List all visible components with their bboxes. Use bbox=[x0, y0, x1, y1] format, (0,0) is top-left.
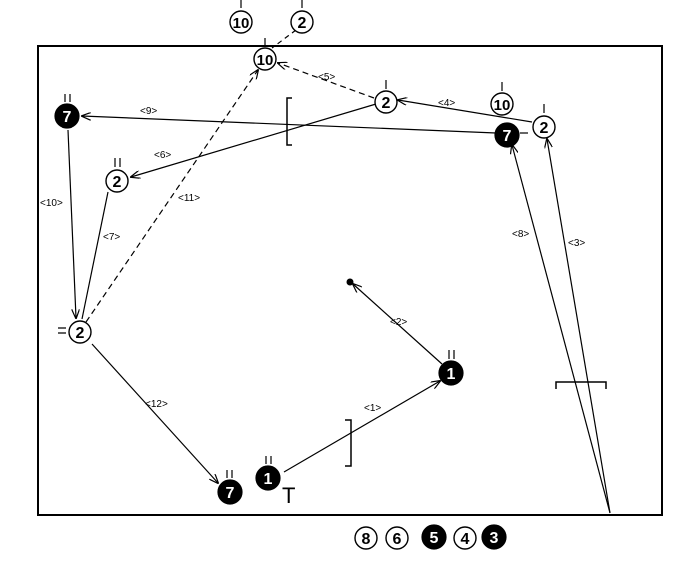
bench-label: 5 bbox=[430, 530, 439, 547]
move-labels: <1> <2> <3> <4> <5> <6> <7> <8> <9> <10>… bbox=[40, 72, 585, 414]
player-label: 2 bbox=[382, 95, 391, 112]
player-2-a: 2 bbox=[374, 80, 398, 114]
player-2-c: 2 bbox=[105, 158, 129, 193]
court-boundary bbox=[37, 45, 663, 516]
player-2-d: 2 bbox=[68, 320, 92, 344]
t-mark: T bbox=[282, 483, 295, 508]
move-label: <8> bbox=[512, 229, 529, 240]
player-label: 2 bbox=[76, 325, 85, 342]
bench-label: 3 bbox=[490, 530, 499, 547]
move-9-line bbox=[82, 116, 497, 134]
move-5-line bbox=[278, 63, 375, 99]
player-label: 7 bbox=[63, 109, 72, 126]
bench-label: 8 bbox=[362, 531, 371, 548]
move-8-line bbox=[512, 145, 611, 514]
players: 10 2 10 2 10 2 bbox=[54, 0, 556, 505]
player-7-a: 7 bbox=[54, 94, 80, 129]
move-label: <1> bbox=[364, 403, 381, 414]
move-7-line bbox=[81, 191, 109, 320]
move-label: <3> bbox=[568, 238, 585, 249]
move-label: <2> bbox=[390, 317, 407, 328]
screen-bracket-top bbox=[286, 97, 292, 146]
player-label: 1 bbox=[264, 471, 273, 488]
bench-row: 8 6 5 4 3 bbox=[354, 524, 507, 550]
player-2-top: 2 bbox=[290, 0, 314, 34]
player-10-b: 10 bbox=[490, 82, 514, 116]
player-label: 7 bbox=[503, 128, 512, 145]
bench-player-3: 3 bbox=[481, 524, 507, 550]
bench-label: 4 bbox=[461, 531, 470, 548]
move-label: <12> bbox=[145, 399, 168, 410]
player-2-b: 2 bbox=[532, 104, 556, 139]
screen-bracket-bottom bbox=[345, 419, 352, 467]
move-label: <9> bbox=[140, 106, 157, 117]
move-label: <5> bbox=[318, 72, 335, 83]
move-6-line bbox=[131, 103, 377, 177]
player-label: 2 bbox=[298, 15, 307, 32]
player-label: 7 bbox=[226, 485, 235, 502]
player-label: 10 bbox=[494, 97, 511, 114]
player-label: 2 bbox=[540, 120, 549, 137]
player-label: 10 bbox=[257, 52, 274, 69]
player-10-a: 10 bbox=[253, 38, 277, 71]
move-label: <4> bbox=[438, 98, 455, 109]
bench-player-8: 8 bbox=[354, 526, 378, 550]
move-label: <10> bbox=[40, 198, 63, 209]
move-10-line bbox=[67, 129, 76, 318]
move-11-line bbox=[85, 70, 258, 323]
move-1-line bbox=[283, 381, 440, 473]
move-label: <7> bbox=[103, 232, 120, 243]
player-label: 10 bbox=[233, 15, 250, 32]
move-label: <6> bbox=[154, 150, 171, 161]
player-10-top: 10 bbox=[229, 0, 253, 34]
move-3-line bbox=[547, 139, 611, 514]
top-dashed-connector bbox=[271, 29, 297, 49]
movement-lines bbox=[67, 29, 611, 514]
screen-bar-left-mark bbox=[58, 327, 66, 334]
player-1-b: 1 bbox=[255, 456, 281, 491]
move-label: <11> bbox=[178, 193, 200, 204]
move-2-line bbox=[353, 284, 443, 365]
player-label: 2 bbox=[113, 174, 122, 191]
player-7-c: 7 bbox=[217, 470, 243, 505]
screen-bar-right bbox=[555, 381, 607, 389]
player-7-b: 7 bbox=[494, 122, 520, 148]
bench-player-6: 6 bbox=[385, 526, 409, 550]
move-4-line bbox=[398, 100, 533, 123]
bench-label: 6 bbox=[393, 531, 402, 548]
bench-player-4: 4 bbox=[453, 526, 477, 550]
player-label: 1 bbox=[447, 366, 456, 383]
ball-dot bbox=[346, 278, 354, 286]
player-1-a: 1 bbox=[438, 350, 464, 386]
move-12-line bbox=[91, 343, 218, 483]
bench-player-5: 5 bbox=[421, 524, 447, 550]
